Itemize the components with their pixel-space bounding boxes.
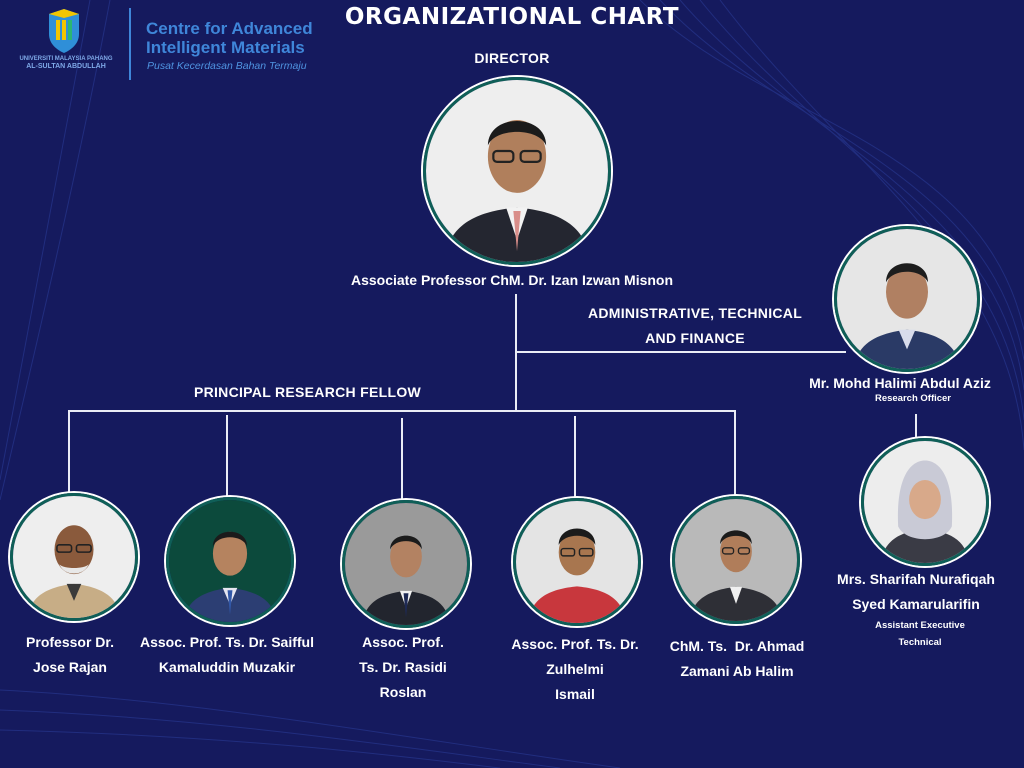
fellow-2-name-line1: Assoc. Prof. Ts. Dr. Saifful xyxy=(139,634,314,650)
fellow-3-name-line3: Roslan xyxy=(379,684,427,700)
director-name: Associate Professor ChM. Dr. Izan Izwan … xyxy=(350,272,674,288)
fellow-connector-2 xyxy=(226,415,228,497)
centre-name-malay: Pusat Kecerdasan Bahan Termaju xyxy=(147,60,307,72)
fellow-photo-3 xyxy=(342,500,470,628)
centre-name-line1: Centre for Advanced xyxy=(146,19,313,38)
fellow-3-name-line1: Assoc. Prof. xyxy=(362,634,444,650)
fellows-horizontal-line xyxy=(68,410,736,412)
fellow-4-name-line3: Ismail xyxy=(555,686,595,702)
assistant-executive-name-line1: Mrs. Sharifah Nurafiqah xyxy=(837,571,995,587)
admin-vertical-line xyxy=(915,414,917,438)
assistant-executive-role-line1: Assistant Executive xyxy=(875,620,965,631)
fellow-connector-5 xyxy=(734,410,736,496)
fellow-photo-5 xyxy=(672,496,800,624)
fellow-name-4: Assoc. Prof. Ts. Dr. Zulhelmi Ismail xyxy=(490,632,660,707)
fellow-5-portrait-icon xyxy=(675,499,797,621)
fellow-name-1: Professor Dr. Jose Rajan xyxy=(0,630,140,680)
fellow-photo-2 xyxy=(166,497,294,625)
fellow-connector-3 xyxy=(401,418,403,500)
fellow-1-name-line2: Jose Rajan xyxy=(33,659,107,675)
fellow-3-portrait-icon xyxy=(345,503,467,625)
university-shield-icon xyxy=(49,9,79,53)
research-officer-portrait-icon xyxy=(837,229,977,369)
admin-horizontal-line xyxy=(516,351,846,353)
assistant-executive-role-line2: Technical xyxy=(898,637,942,648)
fellow-2-name-line2: Kamaluddin Muzakir xyxy=(158,659,296,675)
fellow-5-name-line1: ChM. Ts. Dr. Ahmad xyxy=(669,638,805,654)
director-photo xyxy=(423,77,611,265)
fellow-5-name-line2: Zamani Ab Halim xyxy=(680,663,794,679)
research-officer-role: Research Officer xyxy=(874,393,952,404)
fellow-name-5: ChM. Ts. Dr. Ahmad Zamani Ab Halim xyxy=(652,634,822,684)
fellow-name-3: Assoc. Prof. Ts. Dr. Rasidi Roslan xyxy=(330,630,476,705)
fellow-connector-1 xyxy=(68,410,70,493)
admin-heading-line1: ADMINISTRATIVE, TECHNICAL xyxy=(587,305,803,321)
centre-name-line2: Intelligent Materials xyxy=(146,38,305,57)
assistant-executive-name-line2: Syed Kamarularifin xyxy=(852,596,980,612)
director-heading: DIRECTOR xyxy=(474,50,550,66)
research-officer-photo xyxy=(834,226,980,372)
assistant-executive-portrait-icon xyxy=(864,441,986,563)
fellow-4-portrait-icon xyxy=(516,501,638,623)
admin-heading-line2: AND FINANCE xyxy=(645,330,745,346)
research-officer-name: Mr. Mohd Halimi Abdul Aziz xyxy=(809,375,991,391)
university-name-line2: AL-SULTAN ABDULLAH xyxy=(26,63,106,70)
page-title: ORGANIZATIONAL CHART xyxy=(344,4,680,30)
fellow-1-name-line1: Professor Dr. xyxy=(26,634,114,650)
fellow-photo-4 xyxy=(513,498,641,626)
university-name-line1: UNIVERSITI MALAYSIA PAHANG xyxy=(19,56,113,62)
fellow-1-portrait-icon xyxy=(13,496,135,618)
fellows-heading: PRINCIPAL RESEARCH FELLOW xyxy=(193,384,422,400)
assistant-executive-photo xyxy=(861,438,989,566)
logo-divider xyxy=(129,8,131,80)
fellow-3-name-line2: Ts. Dr. Rasidi xyxy=(359,659,447,675)
fellow-2-portrait-icon xyxy=(169,500,291,622)
fellow-4-name-line1: Assoc. Prof. Ts. Dr. xyxy=(511,636,639,652)
fellow-connector-4 xyxy=(574,416,576,498)
fellow-name-2: Assoc. Prof. Ts. Dr. Saifful Kamaluddin … xyxy=(122,630,332,680)
fellow-4-name-line2: Zulhelmi xyxy=(546,661,604,677)
fellow-photo-1 xyxy=(10,493,138,621)
director-portrait-icon xyxy=(426,80,608,262)
